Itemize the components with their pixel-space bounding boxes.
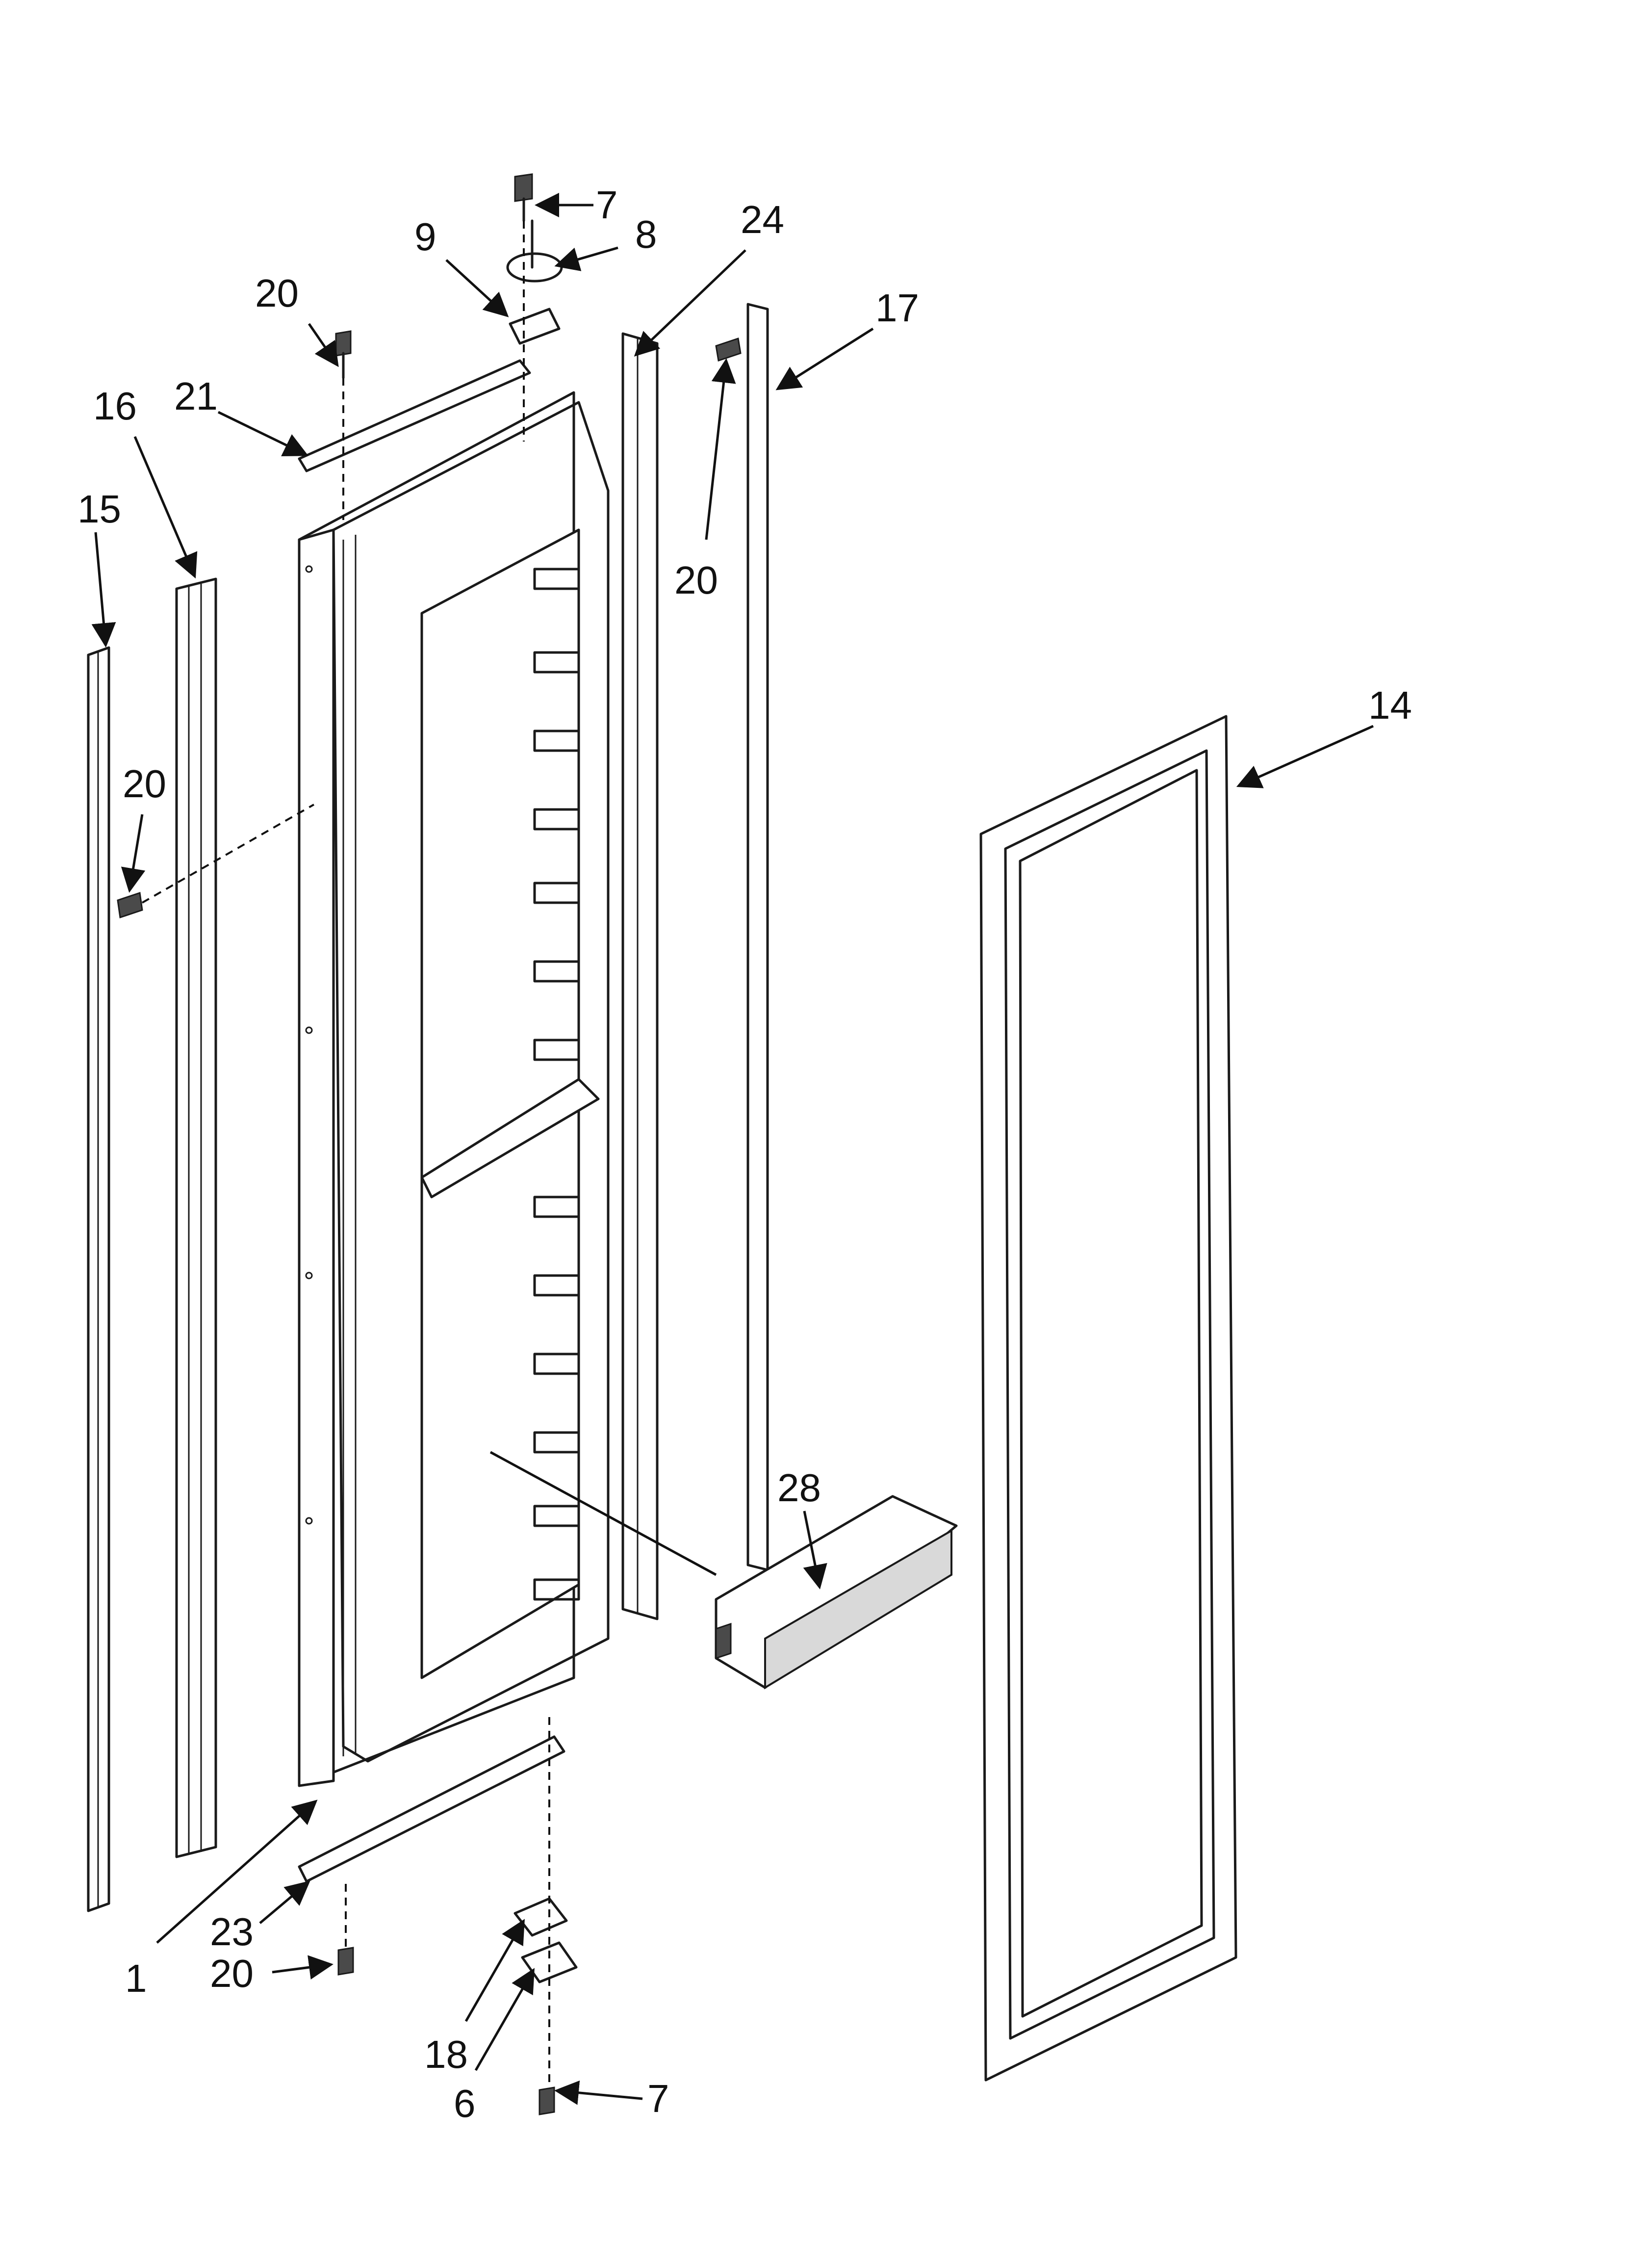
callout-leaders [91,193,1374,2105]
callout-24: 24 [741,198,784,241]
part-17-strip [746,303,769,1571]
callout-7-bottom: 7 [647,2077,669,2120]
part-7-screw-top [514,173,533,222]
part-23-bottom-bracket [298,1735,565,1883]
callout-20-left: 20 [123,762,166,806]
callout-6: 6 [454,2082,476,2125]
door-bin-clips [533,568,580,1601]
callout-8: 8 [635,212,657,256]
callout-21: 21 [174,374,218,418]
part-20-screw-bottom [337,1947,354,1976]
part-9-hinge-plate [509,308,561,345]
part-20-screw-upper-right [715,338,742,362]
part-20-screw-top [335,330,352,379]
part-28-door-bin [715,1495,958,1690]
part-16-channel [175,577,217,1858]
callout-28: 28 [777,1466,821,1510]
part-15-trim-strip [87,646,110,1912]
door-shelf-divider [420,1078,600,1199]
callout-16: 16 [93,384,137,428]
callout-20-top: 20 [255,271,299,315]
part-14-outer-door [979,715,1237,2082]
callout-18: 18 [424,2033,468,2076]
callout-23: 23 [210,1910,254,1954]
assembly-lines [142,221,717,2085]
callout-17: 17 [875,286,919,330]
part-20-screw-left [117,892,143,918]
callout-20-right: 20 [674,558,718,602]
part-7-screw-bottom [539,2086,555,2115]
part-21-top-bracket [298,359,531,472]
part-8-hinge-pin [506,219,563,283]
callout-14: 14 [1368,683,1412,727]
callout-15: 15 [77,487,121,531]
part-1-door-liner [298,391,610,1787]
callout-9: 9 [414,215,436,259]
part-24-channel [621,332,659,1620]
callout-20-bottom: 20 [210,1952,254,1995]
part-18-hinge-plate [513,1897,568,1937]
callout-1: 1 [125,1956,147,2000]
callout-7-top: 7 [596,183,618,227]
callout-labels: 7 8 9 24 20 17 16 21 15 20 20 14 28 23 1… [77,183,1412,2125]
